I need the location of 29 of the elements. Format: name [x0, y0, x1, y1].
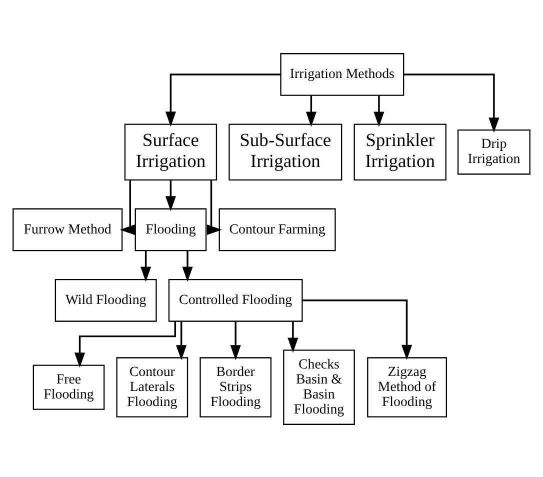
node-box: Surface Irrigation [124, 123, 218, 180]
arrow [165, 180, 176, 211]
arrow [206, 180, 222, 235]
arrow [404, 73, 500, 132]
node-box: Contour Laterals Flooding [116, 356, 188, 417]
arrow [140, 250, 152, 282]
node-box: Flooding [134, 208, 207, 251]
arrow [182, 250, 193, 282]
node-box: Border Strips Flooding [200, 356, 272, 417]
arrow [230, 320, 241, 360]
arrow [306, 95, 316, 126]
node-box: Controlled Flooding [168, 278, 303, 322]
node-box: Contour Farming [218, 208, 336, 251]
arrow [176, 320, 187, 360]
arrow [165, 73, 281, 126]
arrow [74, 320, 176, 368]
arrow [288, 320, 298, 352]
node-box: Sprinkler Irrigation [354, 123, 446, 180]
arrow [120, 180, 135, 235]
node-box: Furrow Method [12, 208, 123, 251]
arrow [302, 299, 412, 360]
node-box: Checks Basin & Basin Flooding [283, 349, 355, 424]
node-box: Wild Flooding [54, 278, 157, 322]
arrow [374, 95, 384, 126]
node-box: Sub-Surface Irrigation [228, 123, 342, 180]
node-box: Zigzag Method of Flooding [367, 356, 448, 417]
node-box: Free Flooding [32, 364, 105, 410]
node-box: Drip Irrigation [457, 129, 530, 174]
node-box: Irrigation Methods [280, 52, 404, 96]
